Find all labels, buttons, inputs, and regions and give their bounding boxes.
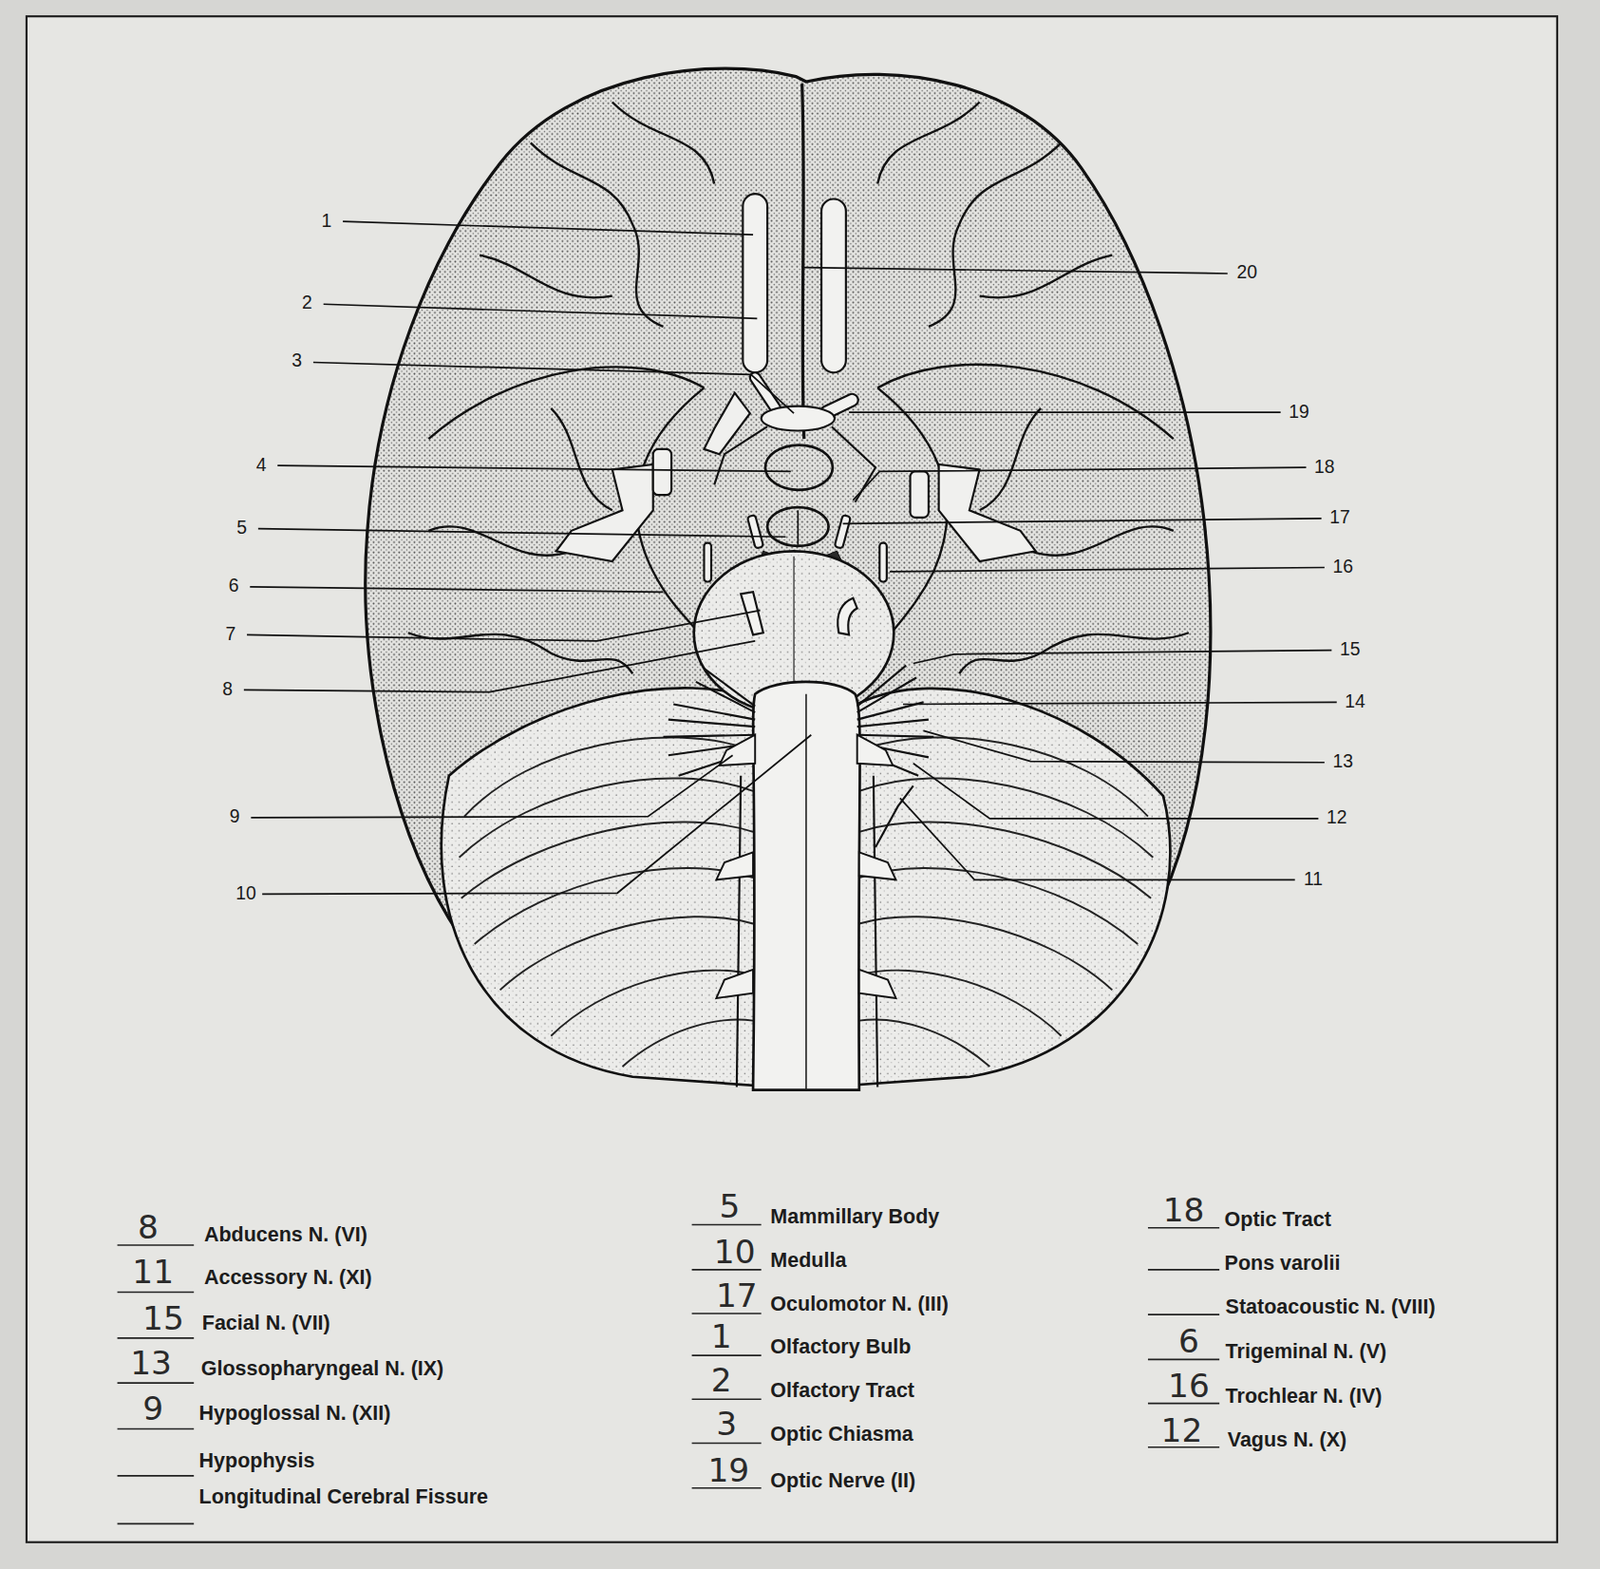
callout-number: 16: [1332, 557, 1354, 578]
answer-blanks: [117, 1224, 1221, 1525]
callout-number: 9: [229, 807, 241, 828]
handwritten-answer: 17: [715, 1278, 758, 1315]
callout-number: 20: [1236, 263, 1258, 283]
term-label: Olfactory Tract: [770, 1378, 915, 1402]
handwritten-answer: 3: [715, 1406, 737, 1443]
callout-number: 10: [235, 884, 257, 904]
handwritten-answer: 11: [131, 1254, 174, 1291]
term-label: Hypophysis: [199, 1449, 316, 1472]
handwritten-answer: 10: [714, 1234, 756, 1271]
term-label: Optic Chiasma: [770, 1422, 913, 1446]
handwritten-answer: 8: [137, 1209, 159, 1246]
callout-number: 14: [1344, 692, 1366, 713]
leader-lines: [244, 221, 1337, 894]
callout-number: 6: [228, 576, 240, 597]
callout-number: 5: [236, 518, 247, 539]
callout-number: 8: [222, 679, 233, 700]
term-label: Abducens N. (VI): [204, 1222, 368, 1245]
term-label: Longitudinal Cerebral Fissure: [199, 1485, 490, 1508]
handwritten-answer: 12: [1161, 1412, 1204, 1450]
handwritten-answer: 9: [142, 1391, 164, 1428]
handwritten-answer: 15: [142, 1299, 185, 1337]
callout-number: 11: [1303, 869, 1323, 890]
term-label: Trigeminal N. (V): [1225, 1339, 1388, 1363]
term-label: Pons varolii: [1224, 1250, 1341, 1274]
handwritten-answer: 18: [1163, 1192, 1205, 1229]
handwritten-answer: 16: [1167, 1367, 1210, 1404]
callout-number: 7: [225, 624, 236, 645]
callout-number: 3: [291, 351, 302, 372]
handwritten-answer: 19: [707, 1452, 750, 1489]
handwritten-answer: 2: [711, 1362, 733, 1399]
handwritten-answer: 1: [711, 1318, 733, 1356]
term-label: Statoacoustic N. (VIII): [1225, 1295, 1436, 1318]
callout-number: 2: [301, 293, 313, 314]
handwritten-answer: 6: [1178, 1323, 1200, 1360]
term-label: Trochlear N. (IV): [1225, 1383, 1383, 1407]
callout-number: 1: [320, 211, 332, 232]
term-label: Hypoglossal N. (XII): [199, 1400, 392, 1424]
callout-number: 17: [1329, 508, 1351, 528]
term-label: Accessory N. (XI): [204, 1265, 373, 1289]
term-label: Optic Nerve (II): [770, 1468, 916, 1491]
term-label: Glossopharyngeal N. (IX): [201, 1355, 445, 1379]
callout-number: 19: [1288, 402, 1310, 423]
term-label: Medulla: [770, 1247, 847, 1271]
handwritten-answer: 5: [718, 1188, 740, 1225]
term-label: Mammillary Body: [770, 1204, 940, 1228]
term-label: Facial N. (VII): [202, 1311, 331, 1335]
term-label: Oculomotor N. (III): [770, 1291, 948, 1315]
callout-number: 12: [1326, 808, 1348, 829]
callout-number: 4: [256, 454, 267, 475]
term-label: Optic Tract: [1224, 1206, 1332, 1230]
callout-number: 18: [1314, 457, 1336, 478]
term-label: Vagus N. (X): [1227, 1427, 1347, 1450]
callout-number: 15: [1339, 640, 1361, 660]
term-label: Olfactory Bulb: [770, 1335, 911, 1358]
callout-number: 13: [1332, 752, 1354, 772]
handwritten-answer: 13: [130, 1345, 172, 1382]
